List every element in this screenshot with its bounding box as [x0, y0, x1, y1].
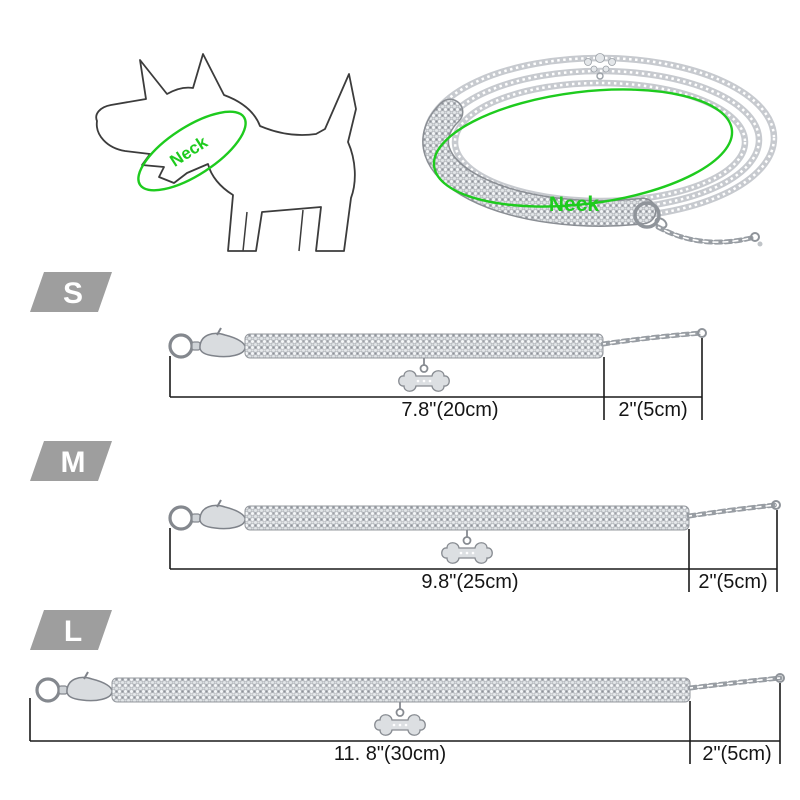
collar-ornament	[584, 53, 616, 80]
chain-end-ring	[775, 673, 785, 683]
collar-chain-drop	[757, 241, 763, 247]
size-badge-l	[30, 610, 112, 650]
length-dimension-label-l: 11. 8"(30cm)	[334, 743, 446, 765]
size-badge-m	[30, 441, 112, 481]
collar-clasp-ring-icon	[633, 201, 661, 229]
extension-chain	[687, 675, 783, 691]
rhinestone-band	[111, 677, 691, 703]
extension-dimension-label-m: 2"(5cm)	[698, 571, 767, 593]
extension-chain-highlight	[602, 332, 703, 345]
size-badge-s	[30, 272, 112, 312]
collar-m	[168, 498, 781, 564]
chain-end-ring	[697, 328, 707, 338]
size-row-s: S 7.8"(20cm) 2"(5cm)	[30, 272, 707, 421]
collar-figure: Neck	[422, 53, 778, 247]
size-row-l: L 11. 8"(30cm) 2"(5cm)	[29, 610, 785, 765]
extension-chain-highlight	[689, 677, 781, 689]
lobster-clasp-icon	[168, 498, 247, 531]
extension-chain	[686, 502, 779, 519]
bone-charm-icon	[441, 542, 493, 564]
lobster-clasp-icon	[168, 326, 247, 359]
band-row-lines	[114, 685, 688, 695]
size-badge-l-label: L	[64, 615, 82, 648]
collar-s	[168, 326, 707, 392]
dog-neck-highlight	[137, 110, 247, 192]
size-row-m: M 9.8"(25cm) 2"(5cm)	[30, 441, 781, 593]
extension-dimension-label-l: 2"(5cm)	[702, 743, 771, 765]
dimension-lines-m	[169, 510, 778, 592]
extension-dimension-label-s: 2"(5cm)	[618, 399, 687, 421]
collar-chain-end-ring	[750, 232, 760, 242]
chain-end-ring	[771, 500, 781, 510]
dimension-lines-s	[169, 338, 703, 420]
dog-outline	[95, 53, 357, 252]
collar-neck-highlight	[432, 88, 734, 208]
charm-ring	[419, 364, 429, 373]
bone-charm-icon	[374, 714, 426, 736]
band-row-lines	[247, 513, 687, 523]
charm-ring	[462, 536, 472, 545]
bone-charm-icon	[398, 370, 450, 392]
collar-strand-sparkle	[453, 81, 747, 203]
length-dimension-label-m: 9.8"(25cm)	[421, 571, 518, 593]
length-dimension-label-s: 7.8"(20cm)	[401, 399, 498, 421]
collar-neck-label: Neck	[549, 193, 600, 216]
charm-ring	[395, 708, 405, 717]
dog-leg-lines	[242, 209, 304, 252]
extension-chain-highlight	[688, 504, 777, 517]
collar-extension-chain-highlight	[657, 226, 752, 243]
rhinestone-band	[244, 333, 604, 359]
collar-l	[35, 670, 785, 736]
extension-chain	[600, 330, 705, 347]
lobster-clasp-icon	[35, 670, 114, 703]
dog-figure: Neck	[95, 53, 357, 252]
rhinestone-band	[244, 505, 690, 531]
dimension-lines-l	[29, 683, 781, 764]
band-row-lines	[247, 341, 601, 351]
size-badge-m-label: M	[61, 446, 86, 479]
size-badge-s-label: S	[63, 277, 83, 310]
collar-band	[423, 100, 655, 226]
